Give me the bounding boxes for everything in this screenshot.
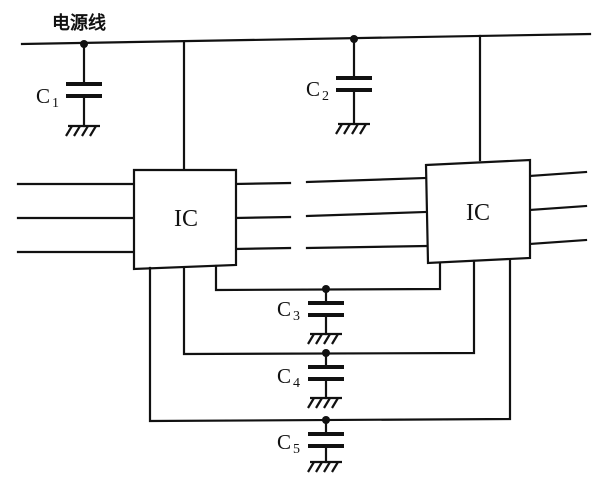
junction-dot xyxy=(80,40,88,48)
capacitor-c1-index: 1 xyxy=(52,96,59,111)
capacitor-c5-letter: C xyxy=(277,430,291,454)
capacitor-c1: C 1 xyxy=(36,42,102,137)
capacitor-c5-index: 5 xyxy=(293,442,300,457)
capacitor-c4-index: 4 xyxy=(293,376,300,391)
ic-chip-right-label: IC xyxy=(466,200,490,226)
ground-icon xyxy=(307,460,342,473)
junction-dot xyxy=(322,416,330,424)
capacitor-c3-letter: C xyxy=(277,297,291,321)
capacitor-c1-letter: C xyxy=(36,84,50,108)
ground-icon xyxy=(65,124,100,137)
power-line xyxy=(20,32,592,46)
left-signal-bus xyxy=(16,182,138,254)
ground-icon xyxy=(307,332,342,345)
capacitor-c2-letter: C xyxy=(306,77,320,101)
capacitor-c2-index: 2 xyxy=(322,89,329,104)
capacitor-c3-loop: C 3 xyxy=(214,261,442,345)
ic-chip-right: IC xyxy=(424,158,532,265)
junction-dot xyxy=(350,35,358,43)
ground-icon xyxy=(335,122,370,135)
junction-dot xyxy=(322,285,330,293)
ground-icon xyxy=(307,396,342,409)
ic-chip-left-label: IC xyxy=(174,206,198,232)
middle-signal-bus xyxy=(233,176,428,251)
capacitor-c4-letter: C xyxy=(277,364,291,388)
capacitor-c3-index: 3 xyxy=(293,309,300,324)
junction-dot xyxy=(322,349,330,357)
ic-chip-left: IC xyxy=(132,168,238,271)
right-signal-bus xyxy=(528,170,588,246)
capacitor-c2: C 2 xyxy=(306,37,372,135)
power-line-label: 电源线 xyxy=(52,12,106,34)
